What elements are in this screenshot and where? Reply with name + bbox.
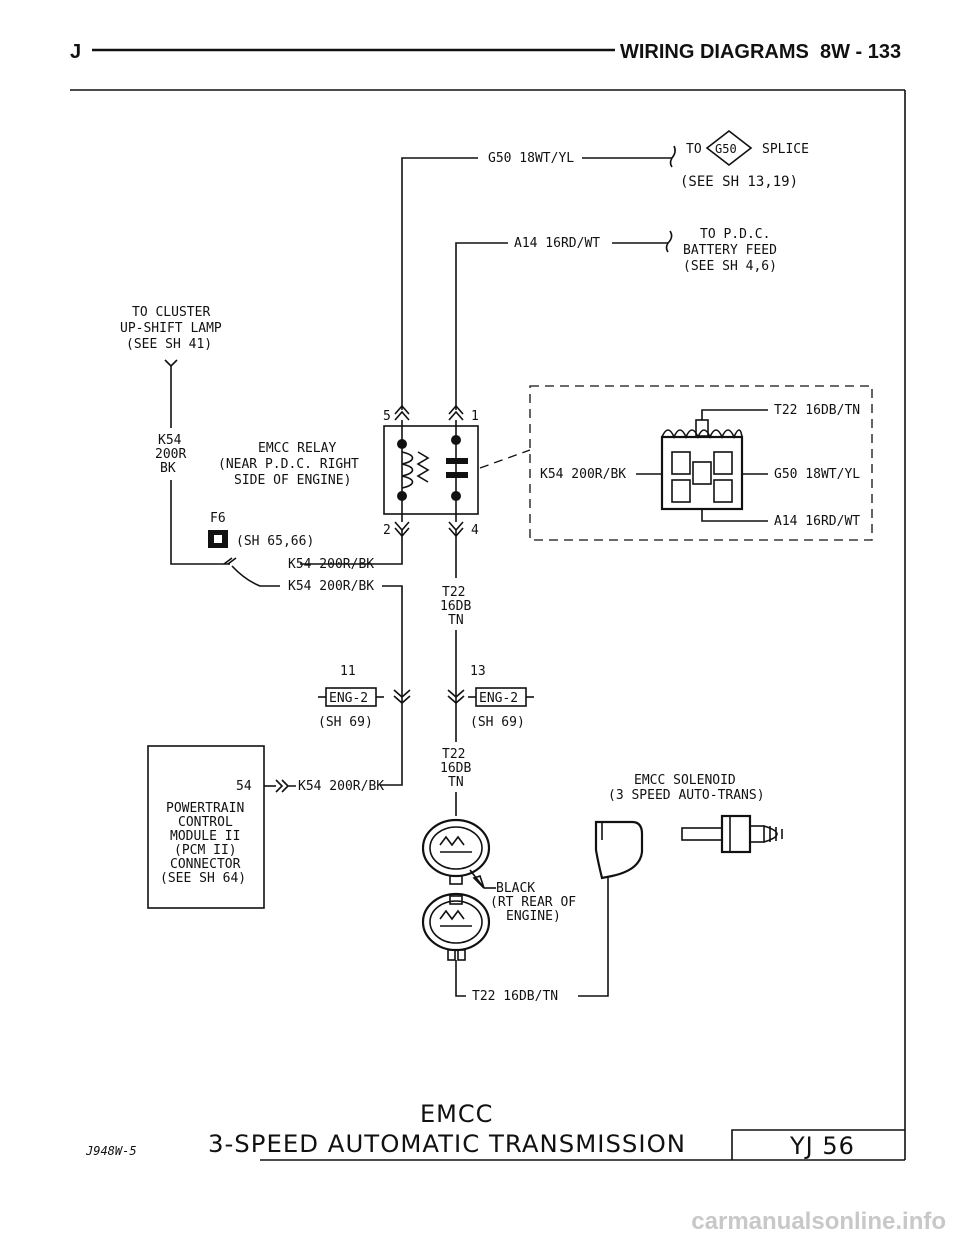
pcm-box xyxy=(147,745,265,909)
cluster-line1: TO CLUSTER xyxy=(132,305,210,320)
relay-pin-1: 1 xyxy=(471,409,479,424)
eng2-left: 11 ENG-2 (SH 69) xyxy=(318,664,411,730)
pdc-line3: (SEE SH 4,6) xyxy=(683,259,777,274)
footer-ref: YJ 56 xyxy=(789,1132,855,1160)
pcm-line6: (SEE SH 64) xyxy=(160,871,246,886)
solenoid-body-icon xyxy=(720,814,752,854)
eng-right-label: ENG-2 xyxy=(479,691,518,706)
relay-box xyxy=(383,425,479,515)
connector-top-icon xyxy=(421,818,491,878)
pdc-line2: BATTERY FEED xyxy=(683,243,777,258)
fuse-id: F6 xyxy=(210,511,226,526)
black-connector: BLACK (RT REAR OF ENGINE) T22 16DB/TN xyxy=(421,818,609,1004)
pcm-connector: 54 K54 200R/BK POWERTRAIN CONTROL MODULE… xyxy=(147,745,384,909)
relay-coil-icon xyxy=(401,451,414,489)
footer-title1: EMCC xyxy=(420,1100,493,1128)
relay-line2: (NEAR P.D.C. RIGHT xyxy=(218,457,359,472)
splice-reference: G50 18WT/YL TO G50 SPLICE (SEE SH 13,19) xyxy=(401,129,809,410)
relay-line1: EMCC RELAY xyxy=(258,441,336,456)
fuse-sheet: (SH 65,66) xyxy=(236,534,314,549)
black-line3: ENGINE) xyxy=(506,909,561,924)
inset-k54: K54 200R/BK xyxy=(540,467,626,482)
relay-socket-inset: K54 200R/BK T22 16DB/TN G50 18WT/YL A14 … xyxy=(479,385,873,541)
pdc-reference: A14 16RD/WT TO P.D.C. BATTERY FEED (SEE … xyxy=(455,227,777,410)
splice-id: G50 xyxy=(715,142,737,156)
splice-diamond-icon xyxy=(705,129,753,167)
t22-top-2: 16DB xyxy=(440,599,471,614)
k54-wire-a: K54 200R/BK xyxy=(288,557,374,572)
k54-vert-line3: BK xyxy=(160,461,176,476)
header-left: J xyxy=(70,41,81,63)
black-line2: (RT REAR OF xyxy=(490,895,576,910)
watermark: carmanualsonline.info xyxy=(691,1208,946,1235)
pcm-pin: 54 xyxy=(236,779,252,794)
inset-a14: A14 16RD/WT xyxy=(774,514,860,529)
header-page: 8W - 133 xyxy=(820,41,901,63)
cluster-line2: UP-SHIFT LAMP xyxy=(120,321,222,336)
pcm-line1: POWERTRAIN xyxy=(166,801,244,816)
solenoid-line1: EMCC SOLENOID xyxy=(634,773,736,788)
t22-mid-2: 16DB xyxy=(440,761,471,776)
black-line1: BLACK xyxy=(496,881,535,896)
fuse-f6: F6 (SH 65,66) xyxy=(208,511,314,549)
relay-contact-icon xyxy=(446,458,468,464)
a14-wire-label: A14 16RD/WT xyxy=(514,236,600,251)
cluster-reference: TO CLUSTER UP-SHIFT LAMP (SEE SH 41) K54… xyxy=(120,305,230,565)
eng-right-pin: 13 xyxy=(470,664,486,679)
footer-code: J948W-5 xyxy=(85,1144,137,1158)
header-title: WIRING DIAGRAMS xyxy=(620,41,809,63)
eng-left-label: ENG-2 xyxy=(329,691,368,706)
t22-bottom-wire: T22 16DB/TN xyxy=(472,989,558,1004)
splice-word: SPLICE xyxy=(762,142,809,157)
pcm-line5: CONNECTOR xyxy=(170,857,241,872)
cluster-line3: (SEE SH 41) xyxy=(126,337,212,352)
diagram-frame xyxy=(70,89,906,1160)
t22-wire: T22 16DB TN T22 16DB TN xyxy=(440,530,471,816)
pdc-line1: TO P.D.C. xyxy=(700,227,770,242)
eng-right-sheet: (SH 69) xyxy=(470,715,525,730)
relay-pin-4: 4 xyxy=(471,523,479,538)
t22-mid-3: TN xyxy=(448,775,464,790)
solenoid-plug-icon xyxy=(594,820,644,880)
eng2-right: 13 ENG-2 (SH 69) xyxy=(447,664,534,730)
g50-wire-label: G50 18WT/YL xyxy=(488,151,574,166)
inset-box xyxy=(529,385,873,541)
pcm-line2: CONTROL xyxy=(178,815,233,830)
splice-to-label: TO xyxy=(686,142,702,157)
pcm-line3: MODULE II xyxy=(170,829,240,844)
eng-left-sheet: (SH 69) xyxy=(318,715,373,730)
inset-g50: G50 18WT/YL xyxy=(774,467,860,482)
relay-spring-icon xyxy=(416,451,430,483)
pcm-line4: (PCM II) xyxy=(174,843,237,858)
t22-top-1: T22 xyxy=(442,585,465,600)
k54-vert-line1: K54 xyxy=(158,433,182,448)
k54-wire-c: K54 200R/BK xyxy=(298,779,384,794)
k54-vert-line2: 200R xyxy=(155,447,186,462)
eng-left-pin: 11 xyxy=(340,664,356,679)
footer: EMCC J948W-5 3-SPEED AUTOMATIC TRANSMISS… xyxy=(85,1100,905,1161)
k54-wire-b: K54 200R/BK xyxy=(288,579,374,594)
relay-pin-5: 5 xyxy=(383,409,391,424)
relay-pin-2: 2 xyxy=(383,523,391,538)
emcc-relay: EMCC RELAY (NEAR P.D.C. RIGHT SIDE OF EN… xyxy=(218,404,479,565)
connector-bottom-icon xyxy=(421,892,491,952)
t22-mid-1: T22 xyxy=(442,747,465,762)
relay-line3: SIDE OF ENGINE) xyxy=(234,473,351,488)
footer-title2: 3-SPEED AUTOMATIC TRANSMISSION xyxy=(208,1130,686,1158)
splice-see: (SEE SH 13,19) xyxy=(680,174,798,190)
inset-t22: T22 16DB/TN xyxy=(774,403,860,418)
socket-body-icon xyxy=(660,435,744,511)
emcc-solenoid: EMCC SOLENOID (3 SPEED AUTO-TRANS) xyxy=(594,773,783,880)
k54-wires: K54 200R/BK K54 200R/BK xyxy=(223,557,403,786)
t22-top-3: TN xyxy=(448,613,464,628)
solenoid-line2: (3 SPEED AUTO-TRANS) xyxy=(608,788,765,803)
